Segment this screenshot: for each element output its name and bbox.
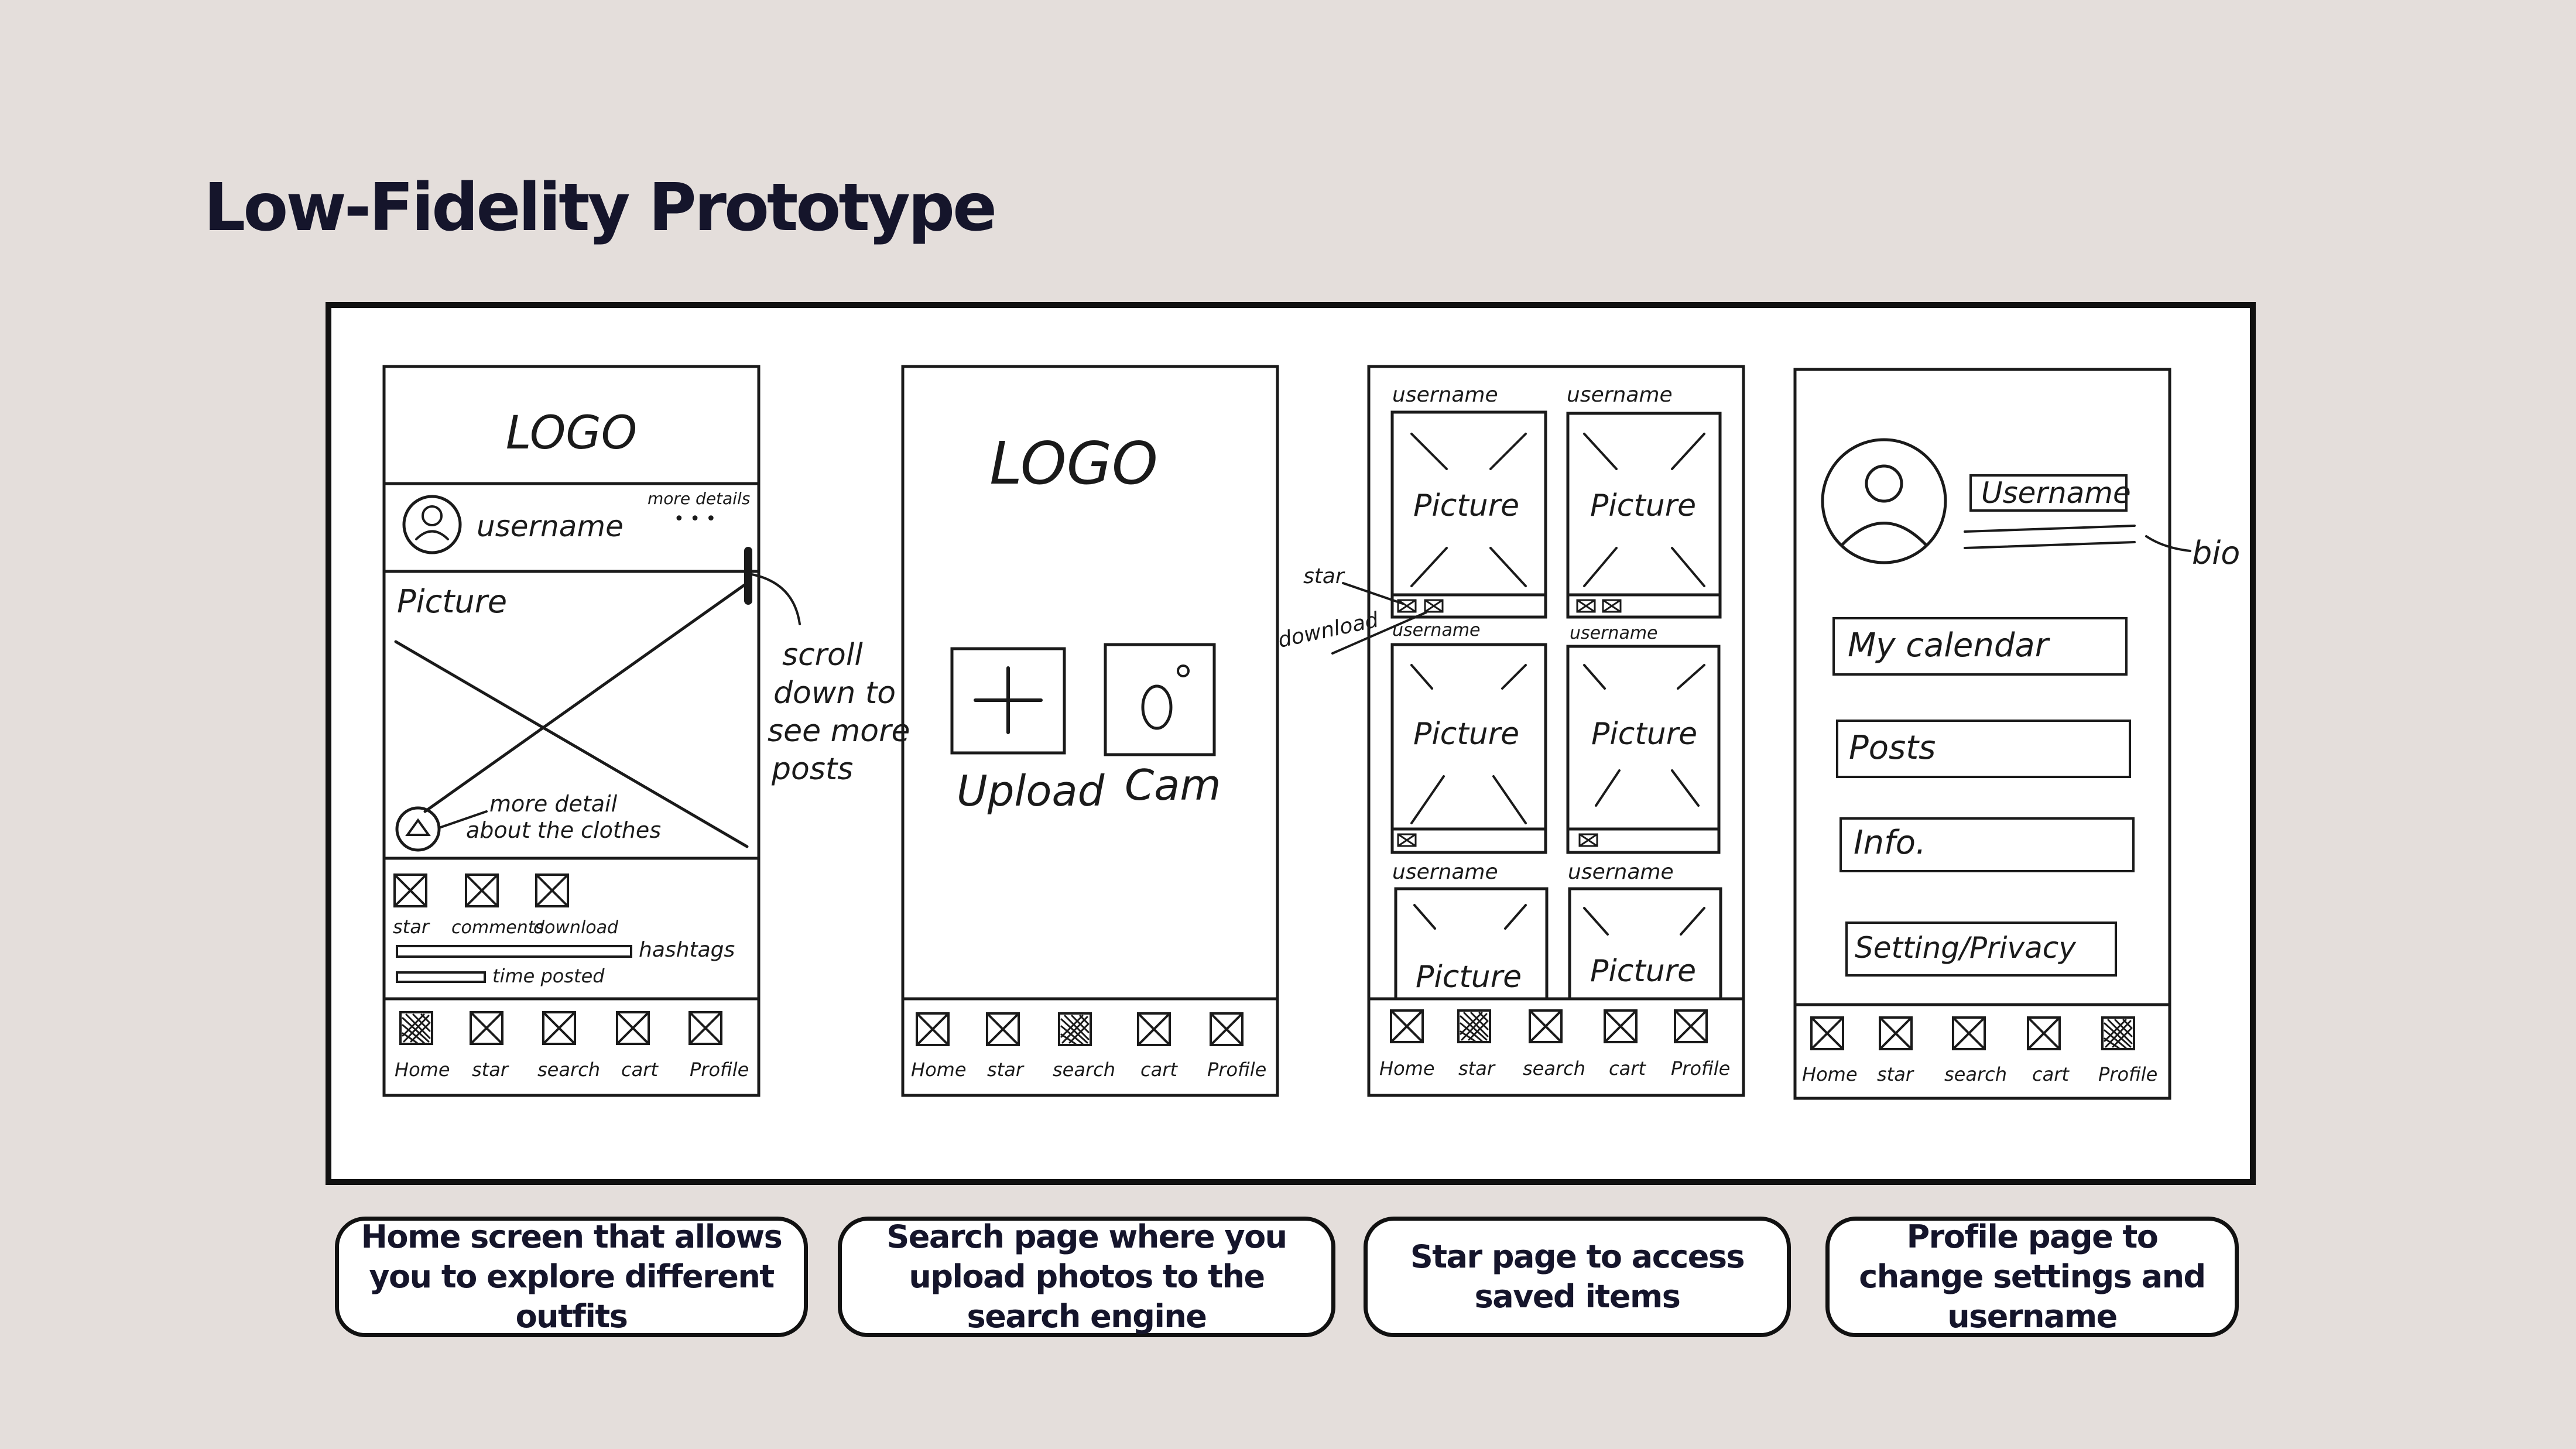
home-time-posted: time posted xyxy=(492,965,605,987)
profile-username: Username xyxy=(1981,476,2131,510)
scroll-note-1: scroll xyxy=(782,638,863,673)
search-nav-profile: Profile xyxy=(1207,1059,1266,1081)
star-nav-search: search xyxy=(1523,1057,1585,1080)
caption-profile: Profile page to change settings and user… xyxy=(1825,1217,2239,1337)
caption-star: Star page to access saved items xyxy=(1364,1217,1791,1337)
home-screen-sketch: LOGO username more details • • • Picture… xyxy=(382,365,910,1097)
home-note-2: about the clothes xyxy=(466,817,661,843)
star-nav-star: star xyxy=(1458,1057,1496,1080)
star-nav-profile: Profile xyxy=(1671,1057,1730,1080)
caption-home: Home screen that allows you to explore d… xyxy=(335,1217,808,1337)
home-action-star: star xyxy=(393,916,430,938)
star-picture-3: Picture xyxy=(1413,717,1519,752)
star-nav-cart: cart xyxy=(1609,1057,1646,1080)
profile-nav-profile: Profile xyxy=(2098,1063,2157,1085)
star-screen-sketch: username Picture username Picture userna… xyxy=(1276,365,1745,1097)
search-screen-sketch: LOGO Upload Cam Home star search cart Pr… xyxy=(901,365,1279,1097)
home-nav-profile: Profile xyxy=(690,1059,749,1081)
search-nav-star: star xyxy=(987,1059,1025,1081)
star-username-2: username xyxy=(1567,383,1673,407)
profile-nav-cart: cart xyxy=(2032,1063,2070,1085)
search-nav-cart: cart xyxy=(1140,1059,1178,1081)
profile-nav-home: Home xyxy=(1802,1063,1858,1085)
home-nav-search: search xyxy=(537,1059,600,1081)
search-logo: LOGO xyxy=(989,429,1158,498)
scroll-note-3: see more xyxy=(768,714,910,749)
profile-nav-star: star xyxy=(1877,1063,1914,1085)
home-more-details: more details xyxy=(648,489,750,508)
star-picture-4: Picture xyxy=(1591,717,1697,752)
caption-search: Search page where you upload photos to t… xyxy=(838,1217,1335,1337)
home-action-download: download xyxy=(533,917,619,938)
star-picture-2: Picture xyxy=(1590,488,1696,523)
star-username-4: username xyxy=(1570,623,1658,643)
profile-screen-sketch: Username bio My calendar Posts Info. Set… xyxy=(1793,368,2240,1100)
home-logo: LOGO xyxy=(506,407,637,460)
home-nav-home: Home xyxy=(395,1059,450,1081)
sketch-board: LOGO username more details • • • Picture… xyxy=(326,302,2256,1185)
profile-nav-search: search xyxy=(1944,1063,2007,1085)
profile-menu-settings: Setting/Privacy xyxy=(1855,931,2077,965)
home-note-1: more detail xyxy=(489,791,618,817)
star-username-6: username xyxy=(1568,860,1674,884)
star-username-1: username xyxy=(1392,383,1498,407)
search-cam-label: Cam xyxy=(1125,761,1221,810)
home-picture-label: Picture xyxy=(397,583,507,620)
star-picture-5: Picture xyxy=(1416,960,1522,995)
home-dots: • • • xyxy=(674,509,716,529)
search-nav-home: Home xyxy=(911,1059,967,1081)
search-nav-search: search xyxy=(1053,1059,1115,1081)
profile-menu-info: Info. xyxy=(1854,824,1926,862)
home-nav-cart: cart xyxy=(621,1059,659,1081)
star-username-3: username xyxy=(1392,620,1481,640)
scroll-note-4: posts xyxy=(771,752,853,787)
search-upload-label: Upload xyxy=(957,766,1105,816)
star-note-star: star xyxy=(1303,564,1345,588)
home-action-comments: comments xyxy=(451,917,544,938)
scroll-note-2: down to xyxy=(773,676,896,711)
page-title: Low-Fidelity Prototype xyxy=(204,170,997,246)
star-nav-home: Home xyxy=(1379,1057,1435,1080)
home-nav-star: star xyxy=(472,1059,509,1081)
star-note-download: download xyxy=(1276,608,1381,653)
profile-bio-note: bio xyxy=(2192,535,2240,571)
home-username: username xyxy=(477,509,624,543)
star-username-5: username xyxy=(1392,860,1498,884)
star-picture-1: Picture xyxy=(1413,488,1519,523)
star-picture-6: Picture xyxy=(1590,954,1696,989)
home-hashtags: hashtags xyxy=(639,938,735,962)
profile-menu-calendar: My calendar xyxy=(1848,626,2050,664)
profile-menu-posts: Posts xyxy=(1849,729,1936,767)
